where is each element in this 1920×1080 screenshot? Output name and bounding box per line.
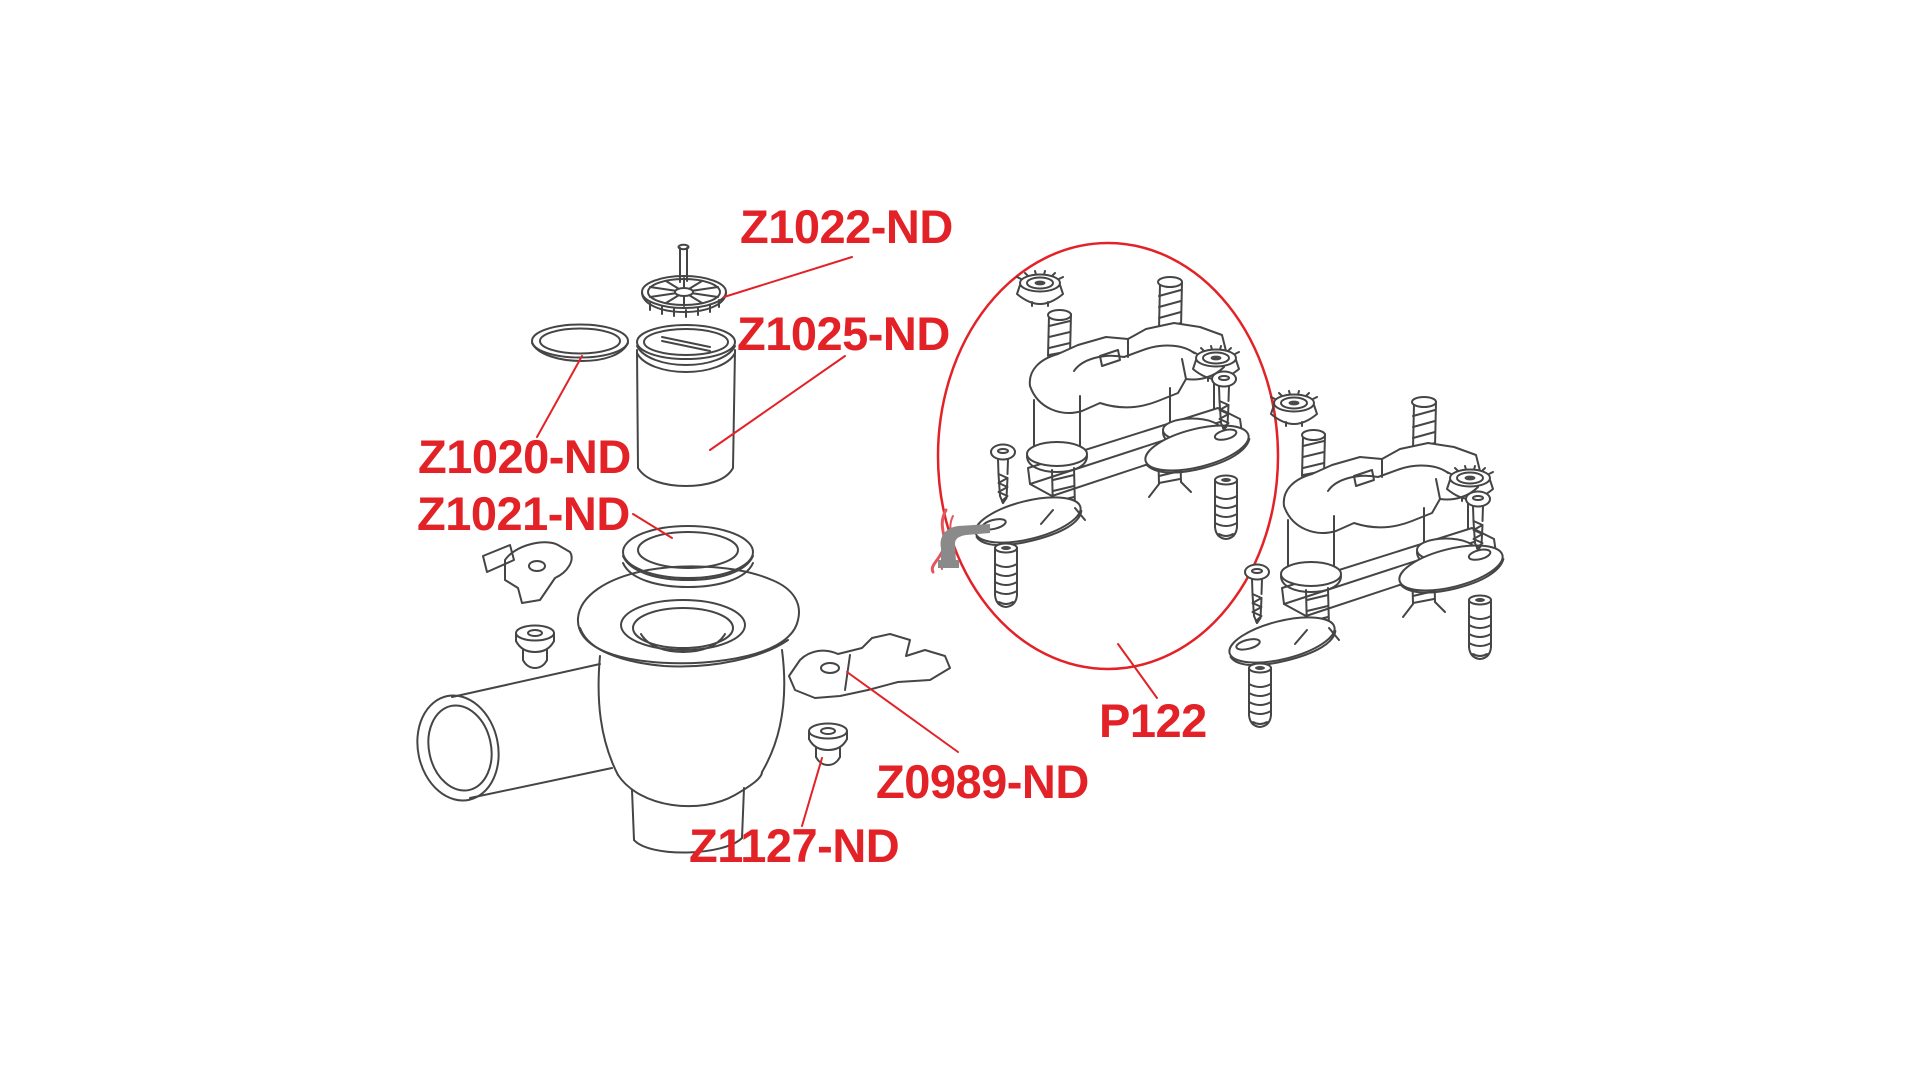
grommet-plug-right-drawing: [808, 722, 848, 766]
faucet-icon: [940, 524, 990, 562]
leader-z1020: [536, 355, 583, 438]
leader-p122: [1117, 643, 1158, 699]
leader-z0989: [846, 671, 959, 753]
gasket-ring-drawing: [622, 525, 754, 588]
watermark-logo-icon: [930, 508, 990, 574]
grommet-plug-left-drawing: [515, 624, 555, 669]
trap-cup-drawing: [636, 324, 736, 487]
leader-z1021: [632, 513, 673, 539]
mounting-clamp-left-drawing: [482, 541, 573, 604]
part-label-z1020: Z1020-ND: [418, 430, 631, 483]
strainer-insert-drawing: [641, 243, 727, 318]
part-label-p122: P122: [1099, 694, 1207, 747]
drain-body-drawing: [416, 565, 800, 854]
leader-z1022: [723, 256, 853, 298]
part-label-z1022: Z1022-ND: [740, 200, 953, 253]
part-label-z1127: Z1127-ND: [689, 819, 900, 872]
highlight-ellipse: [936, 241, 1280, 671]
leader-z1025: [709, 355, 846, 451]
bracket-assembly-right: [1225, 391, 1507, 727]
part-label-z0989: Z0989-ND: [876, 755, 1089, 808]
seal-ring-drawing: [531, 323, 629, 362]
leader-z1127: [801, 757, 823, 827]
leader-lines: [536, 256, 1158, 827]
part-label-z1021: Z1021-ND: [417, 487, 630, 540]
bracket-assembly-circled: [971, 271, 1253, 607]
part-label-z1025: Z1025-ND: [737, 307, 950, 360]
